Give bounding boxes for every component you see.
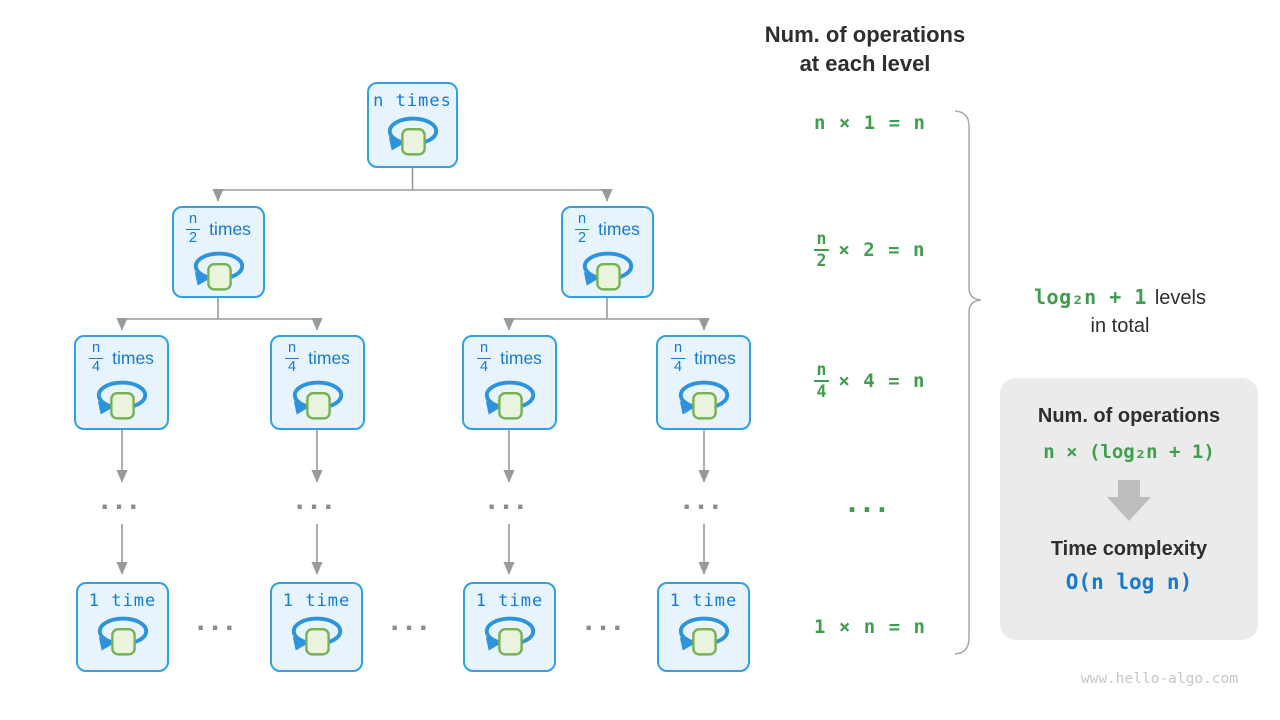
loop-node-l3-1: n 4 times [74,335,169,430]
levels-formula: log₂n + 1 [1033,285,1147,309]
node-label: n 4 times [671,340,736,375]
watermark: www.hello-algo.com [1080,671,1238,687]
ops-header: Num. of operations at each level [740,20,990,78]
ops-header-line1: Num. of operations [764,22,966,47]
col-ellipsis-2: ... [295,483,339,516]
brace [954,110,982,655]
node-label: 1 time [475,591,544,611]
loop-node-bottom-2: 1 time [270,582,363,672]
node-label: n 2 times [186,211,251,246]
fraction: n 4 [671,340,686,375]
summary-title: Num. of operations [1037,405,1221,427]
summary-formula: n × (log₂n + 1) [1043,441,1215,463]
summary-subtitle: Time complexity [1050,538,1208,560]
loop-icon [484,380,535,420]
ops-row-5: 1 × n = n [814,616,926,638]
summary-card: Num. of operations n × (log₂n + 1) Time … [1000,378,1258,640]
fraction: n 2 [575,211,590,246]
fraction: n 2 [814,228,830,270]
loop-icon [484,616,535,656]
ops-row-1: n × 1 = n [814,112,926,134]
node-label: n 2 times [575,211,640,246]
summary-result: O(n log n) [1065,570,1193,594]
fraction: n 4 [477,340,492,375]
loop-node-l3-2: n 4 times [270,335,365,430]
loop-node-bottom-3: 1 time [463,582,556,672]
col-ellipsis-3: ... [487,483,531,516]
loop-node-l2-2: n 2 times [561,206,654,298]
loop-icon [582,251,633,291]
loop-node-bottom-4: 1 time [657,582,750,672]
loop-node-l3-4: n 4 times [656,335,751,430]
loop-icon [678,380,729,420]
node-label: n 4 times [477,340,542,375]
col-ellipsis-4: ... [682,483,726,516]
node-label: n times [373,91,452,111]
node-label: n 4 times [285,340,350,375]
node-label: n 4 times [89,340,154,375]
fraction: n 4 [814,359,830,401]
loop-icon [193,251,244,291]
fraction: n 2 [186,211,201,246]
row-ellipsis-2: ... [390,604,434,637]
fraction: n 4 [285,340,300,375]
loop-icon [678,616,729,656]
loop-icon [97,616,148,656]
loop-node-l3-3: n 4 times [462,335,557,430]
node-label: 1 time [669,591,738,611]
loop-icon [291,616,342,656]
loop-icon [387,116,438,156]
ops-row-4-ellipsis: ... [847,483,893,519]
loop-icon [292,380,343,420]
ops-header-line2: at each level [799,51,931,76]
loop-node-root: n times [367,82,458,168]
node-label: 1 time [282,591,351,611]
ops-row-3: n 4 × 4 = n [814,359,926,401]
node-label: 1 time [88,591,157,611]
row-ellipsis-1: ... [196,604,240,637]
loop-icon [96,380,147,420]
down-arrow-icon [1107,480,1151,521]
col-ellipsis-1: ... [100,483,144,516]
ops-row-2: n 2 × 2 = n [814,228,926,270]
loop-node-l2-1: n 2 times [172,206,265,298]
loop-node-bottom-1: 1 time [76,582,169,672]
row-ellipsis-3: ... [584,604,628,637]
fraction: n 4 [89,340,104,375]
levels-note-line2: in total [1090,315,1150,337]
